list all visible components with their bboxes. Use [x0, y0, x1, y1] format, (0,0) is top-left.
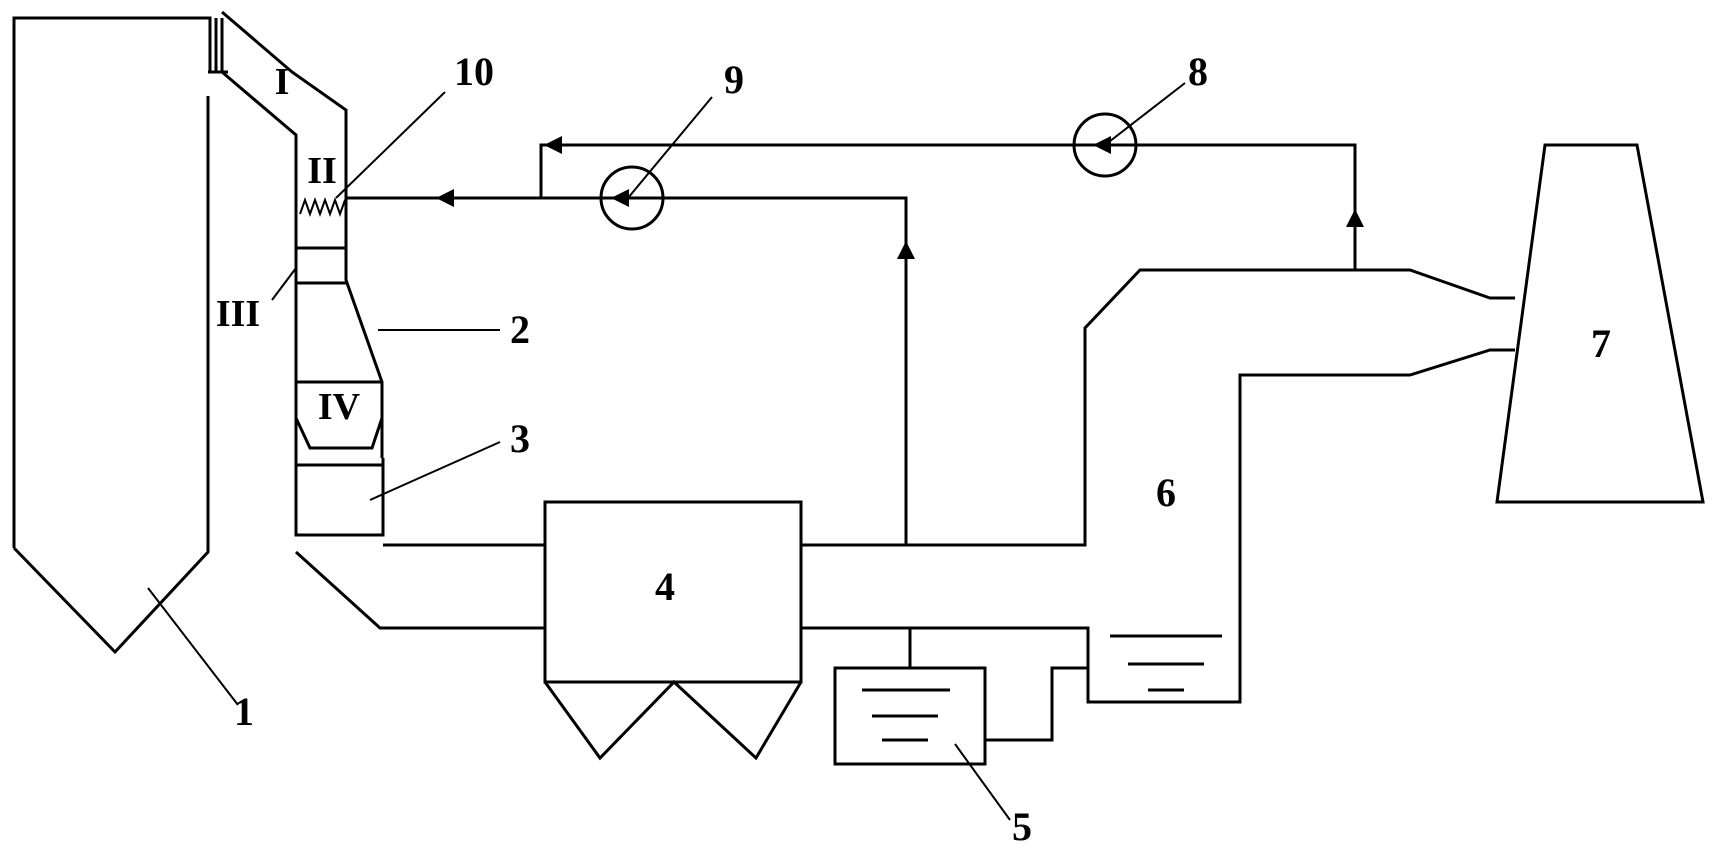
label-pump-lower: 9	[724, 57, 744, 102]
label-duct: 6	[1156, 470, 1176, 515]
label-tower: 7	[1591, 321, 1611, 366]
tank-5	[833, 628, 1088, 766]
label-zone-4: IV	[318, 386, 361, 428]
leader-lines	[147, 82, 1186, 821]
boiler	[12, 16, 228, 655]
label-pump-upper: 8	[1188, 49, 1208, 94]
label-zone-2: II	[307, 150, 337, 192]
lower-duct	[294, 543, 545, 630]
pump-8	[1072, 112, 1138, 178]
label-boiler: 1	[234, 689, 254, 734]
label-zone-3: III	[216, 293, 260, 335]
label-flue-outlet: 3	[510, 416, 530, 461]
label-zone-1: I	[275, 61, 290, 103]
outlet-duct	[801, 268, 1515, 704]
label-flue: 2	[510, 307, 530, 352]
label-tank: 5	[1012, 804, 1032, 849]
label-precipitator: 4	[655, 564, 675, 609]
cooling-tower	[1495, 143, 1705, 504]
electrostatic-precipitator	[543, 500, 803, 761]
recirculation-line-9	[346, 189, 915, 545]
recirculation-line-8	[539, 136, 1364, 270]
pump-9	[599, 165, 665, 231]
flue-riser	[221, 10, 385, 537]
label-spray: 10	[454, 49, 494, 94]
water-level	[1110, 634, 1222, 692]
